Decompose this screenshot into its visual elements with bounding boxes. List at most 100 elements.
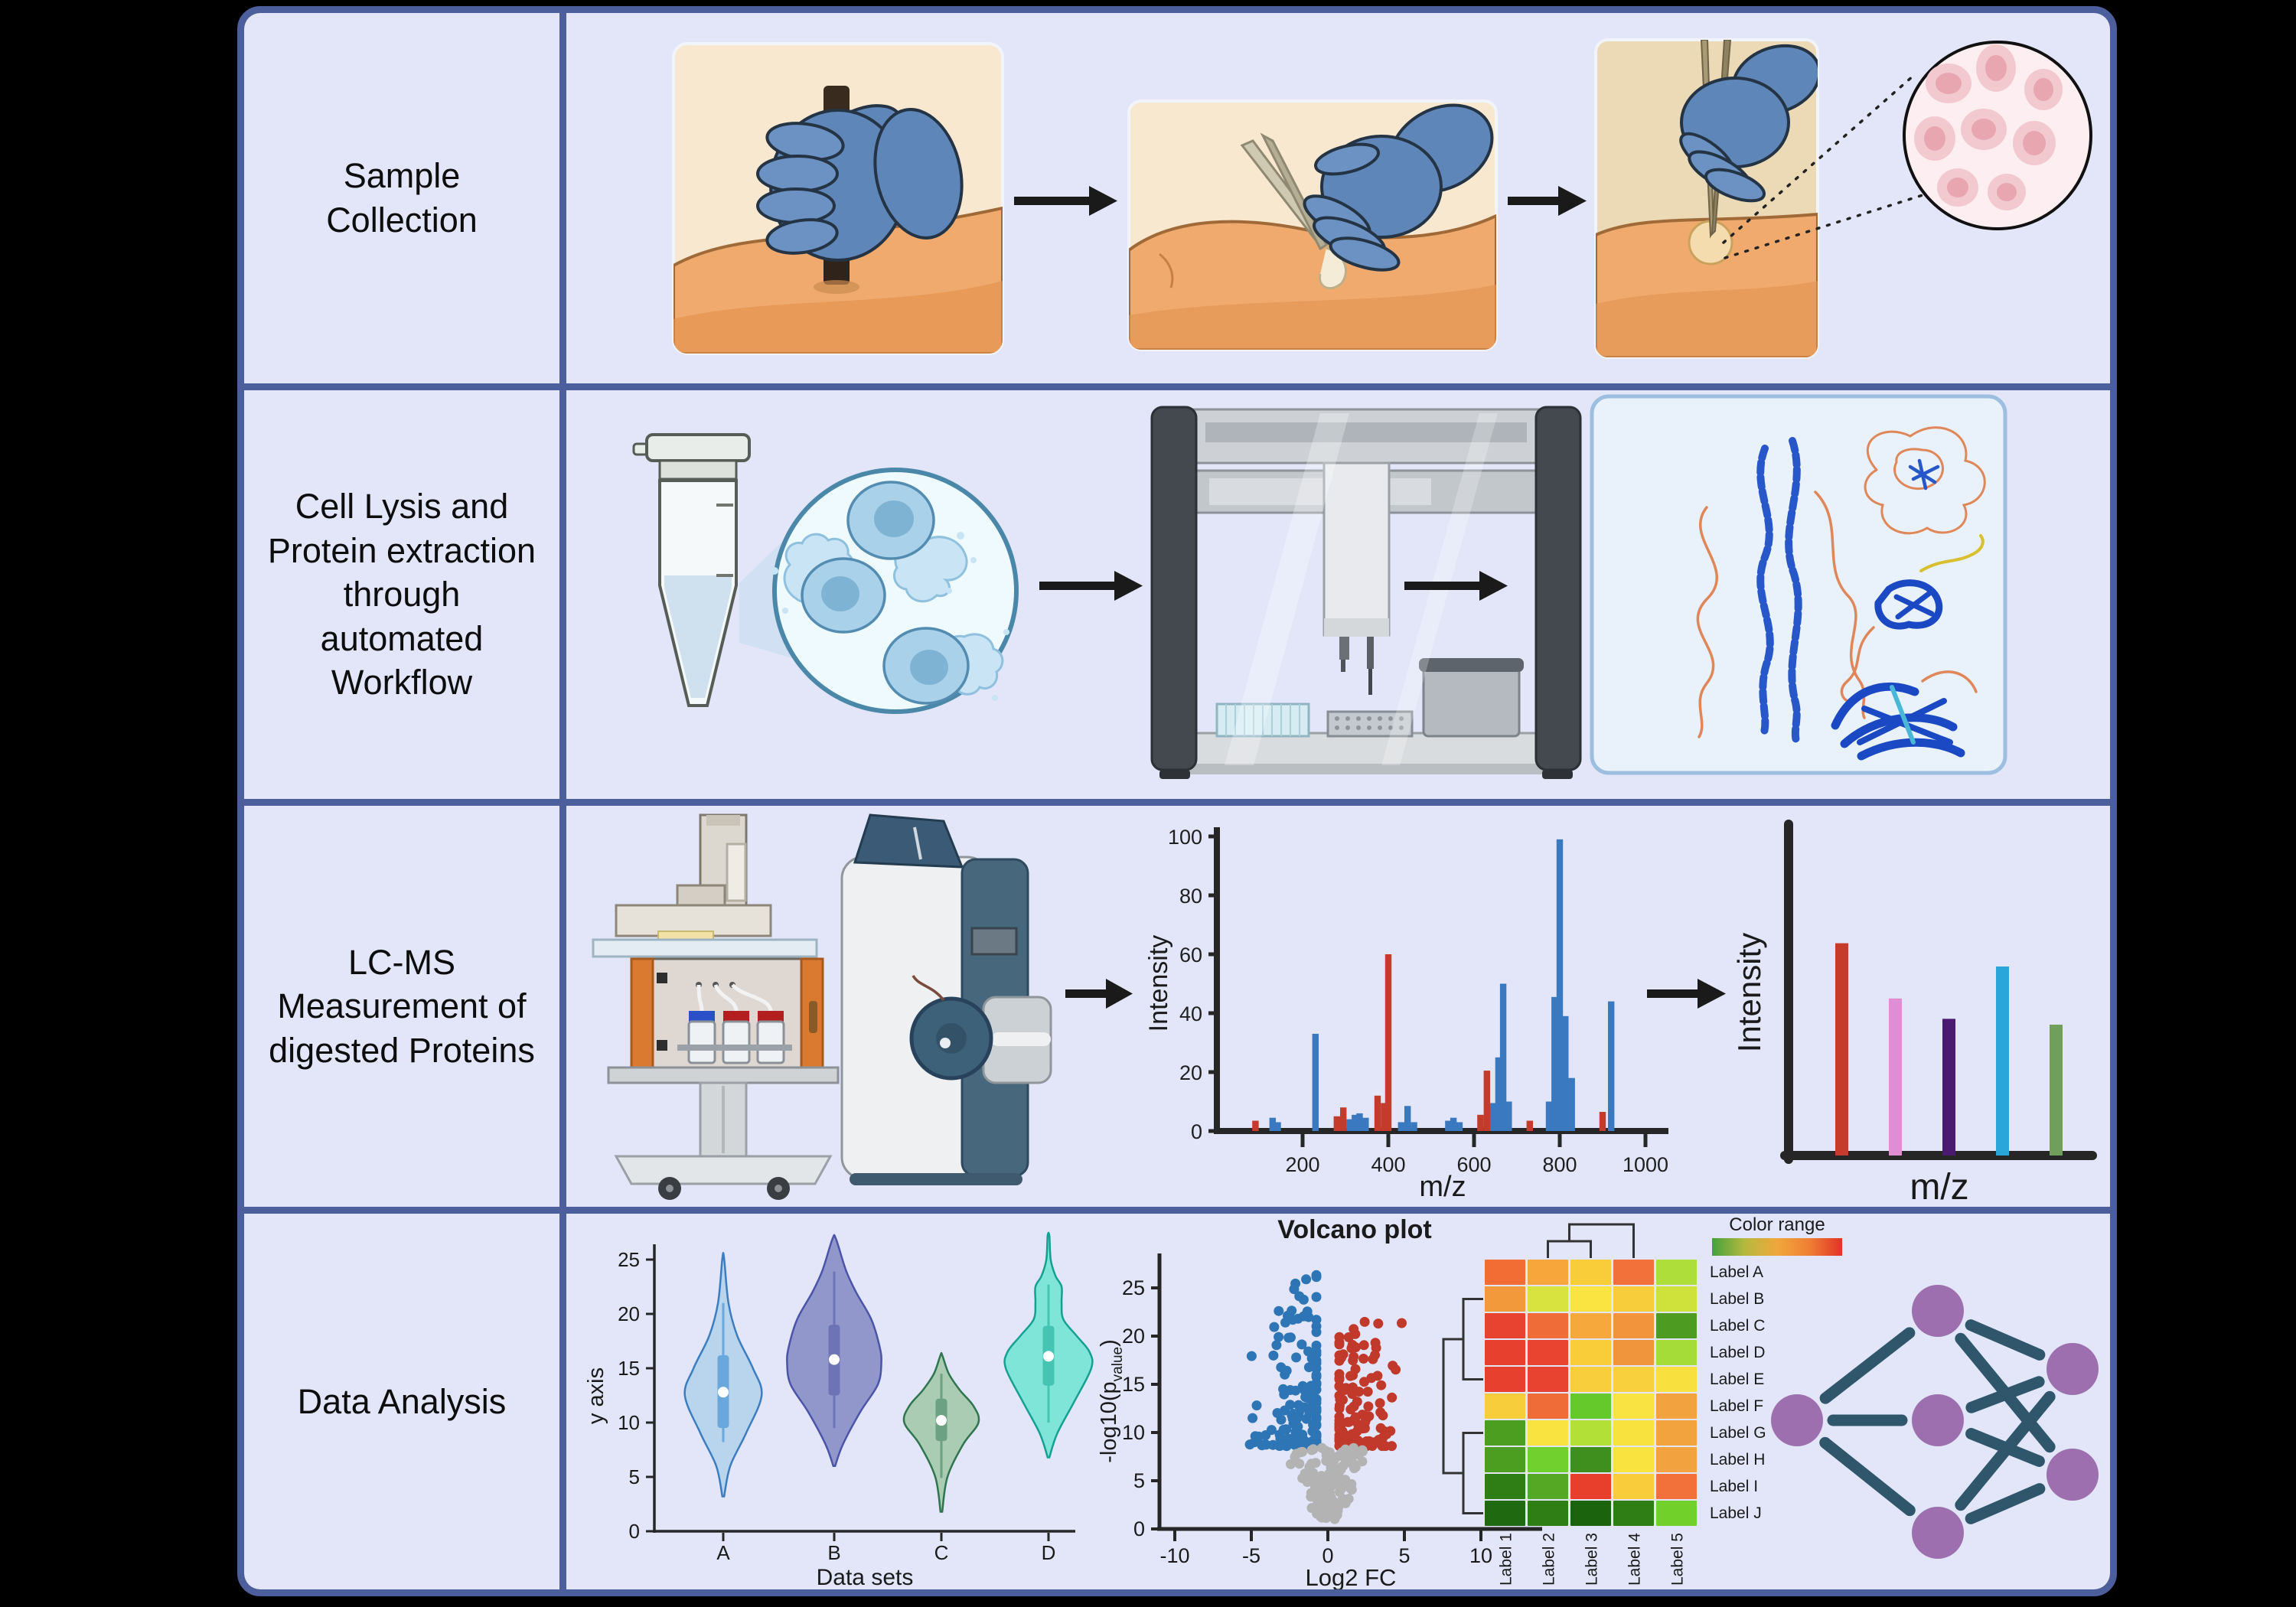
svg-text:200: 200 <box>1285 1153 1319 1176</box>
svg-text:25: 25 <box>1122 1276 1145 1299</box>
row-label-text: Cell Lysis and Protein extraction throug… <box>267 487 536 702</box>
row-label-lcms: LC-MS Measurement of digested Proteins <box>244 806 559 1207</box>
row-label-text: LC-MS Measurement of digested Proteins <box>269 942 535 1070</box>
row-label-text: Data Analysis <box>297 1381 507 1421</box>
svg-text:800: 800 <box>1542 1153 1577 1176</box>
tweezers-sample-illustration <box>1127 99 1498 351</box>
svg-text:Label 5: Label 5 <box>1669 1533 1687 1586</box>
row-label-cell-lysis: Cell Lysis and Protein extraction throug… <box>244 390 559 799</box>
svg-text:Label 2: Label 2 <box>1541 1533 1558 1586</box>
skin-cells-inset-illustration <box>1903 41 2092 230</box>
svg-text:400: 400 <box>1371 1153 1405 1176</box>
svg-text:15: 15 <box>1122 1373 1145 1396</box>
svg-text:Label J: Label J <box>1710 1504 1762 1522</box>
cell-lysis-circle-illustration <box>771 468 1019 714</box>
legend-title: Color range <box>1729 1214 1825 1235</box>
svg-text:Label 1: Label 1 <box>1498 1533 1515 1586</box>
svg-text:0: 0 <box>1191 1120 1202 1143</box>
svg-text:-10: -10 <box>1159 1544 1189 1567</box>
svg-text:600: 600 <box>1456 1153 1491 1176</box>
svg-text:10: 10 <box>1469 1544 1492 1567</box>
y-axis-label: Intensity <box>1144 935 1173 1032</box>
row-label-text: Sample Collection <box>326 156 478 240</box>
svg-text:100: 100 <box>1168 826 1202 849</box>
svg-text:0: 0 <box>1133 1517 1145 1540</box>
data-analysis-illustrations: 0 5 10 15 20 25A B C D y axis Data sets Volcano … <box>584 1214 2099 1589</box>
x-axis-label: m/z <box>1419 1171 1466 1203</box>
svg-text:D: D <box>1042 1541 1056 1564</box>
microtube-icon <box>632 433 751 707</box>
y-axis-label: y axis <box>584 1367 608 1424</box>
svg-text:5: 5 <box>1398 1544 1410 1567</box>
summary-spectrum-chart: Intensity m/z <box>1731 820 2097 1207</box>
svg-text:40: 40 <box>1179 1002 1202 1025</box>
forceps-biopsy-site-illustration <box>1594 38 1819 359</box>
svg-text:25: 25 <box>618 1248 640 1271</box>
punch-biopsy-illustration <box>672 42 1004 355</box>
arrow-right-icon <box>1065 979 1133 1009</box>
svg-text:-5: -5 <box>1242 1544 1261 1567</box>
svg-text:10: 10 <box>1122 1421 1145 1444</box>
svg-text:Label C: Label C <box>1710 1317 1765 1335</box>
x-axis-label: Data sets <box>817 1565 914 1589</box>
svg-text:0: 0 <box>1322 1544 1333 1567</box>
row-label-sample-collection: Sample Collection <box>244 13 559 383</box>
svg-text:80: 80 <box>1179 885 1202 908</box>
svg-text:C: C <box>934 1541 949 1564</box>
microplate-icon <box>1215 702 1310 738</box>
violin-plot: 0 5 10 15 20 25A B C D y axis Data sets <box>584 1231 1094 1589</box>
svg-text:0: 0 <box>629 1520 640 1543</box>
pipetting-robot-illustration <box>1150 406 1582 779</box>
arrow-right-icon <box>1508 186 1587 216</box>
x-axis-label: m/z <box>1910 1167 1968 1207</box>
arrow-right-icon <box>1404 571 1508 601</box>
mass-spectrometer-icon <box>840 813 1052 1185</box>
x-axis-label: Log2 FC <box>1306 1564 1397 1589</box>
network-diagram <box>1771 1285 2099 1559</box>
svg-text:5: 5 <box>629 1465 640 1488</box>
color-range-gradient <box>1712 1238 1842 1256</box>
svg-text:60: 60 <box>1179 944 1202 966</box>
workflow-figure-panel: Sample Collection <box>237 6 2117 1596</box>
row-label-data-analysis: Data Analysis <box>244 1214 559 1589</box>
svg-text:Label F: Label F <box>1710 1397 1763 1415</box>
svg-text:Label A: Label A <box>1710 1263 1763 1281</box>
svg-text:Label 3: Label 3 <box>1583 1533 1601 1586</box>
svg-text:Label G: Label G <box>1710 1424 1766 1442</box>
magnify-line <box>1724 194 1924 259</box>
lcms-row-illustrations: 0 20 40 60 80 100 200 400 600 800 1000 Intensity m… <box>592 813 2097 1207</box>
row-content-cell-lysis <box>566 390 2110 799</box>
solvent-bottles-icon <box>677 982 792 1064</box>
workflow-grid: Sample Collection <box>244 13 2110 1589</box>
waste-bin-icon <box>1419 658 1524 738</box>
svg-text:20: 20 <box>1179 1061 1202 1084</box>
svg-text:A: A <box>716 1541 730 1564</box>
sample-collection-illustrations <box>672 38 2092 359</box>
svg-text:Label B: Label B <box>1710 1290 1764 1308</box>
magnify-line <box>1722 74 1915 244</box>
lcms-instrument-illustration <box>592 813 1052 1200</box>
svg-text:Label E: Label E <box>1710 1371 1764 1388</box>
tube-rack-icon <box>1326 710 1414 738</box>
svg-text:10: 10 <box>618 1411 640 1434</box>
svg-text:20: 20 <box>1122 1325 1145 1348</box>
svg-text:Label 4: Label 4 <box>1626 1533 1644 1586</box>
cell-lysis-illustrations <box>632 394 2007 779</box>
svg-text:1000: 1000 <box>1623 1153 1668 1176</box>
y-axis-label: -log10(pvalue) <box>1097 1339 1126 1463</box>
arrow-right-icon <box>1039 571 1143 601</box>
mass-spectrum-chart: 0 20 40 60 80 100 200 400 600 800 1000 Intensity m… <box>1144 826 1668 1203</box>
svg-text:20: 20 <box>618 1302 640 1325</box>
svg-text:B: B <box>827 1541 840 1564</box>
row-content-sample-collection <box>566 13 2110 383</box>
chart-title: Volcano plot <box>1277 1215 1431 1244</box>
svg-text:15: 15 <box>618 1357 640 1380</box>
arrow-right-icon <box>1647 979 1726 1009</box>
svg-text:Label H: Label H <box>1710 1451 1765 1468</box>
arrow-right-icon <box>1014 186 1117 216</box>
row-content-lcms: 0 20 40 60 80 100 200 400 600 800 1000 Intensity m… <box>566 806 2110 1207</box>
